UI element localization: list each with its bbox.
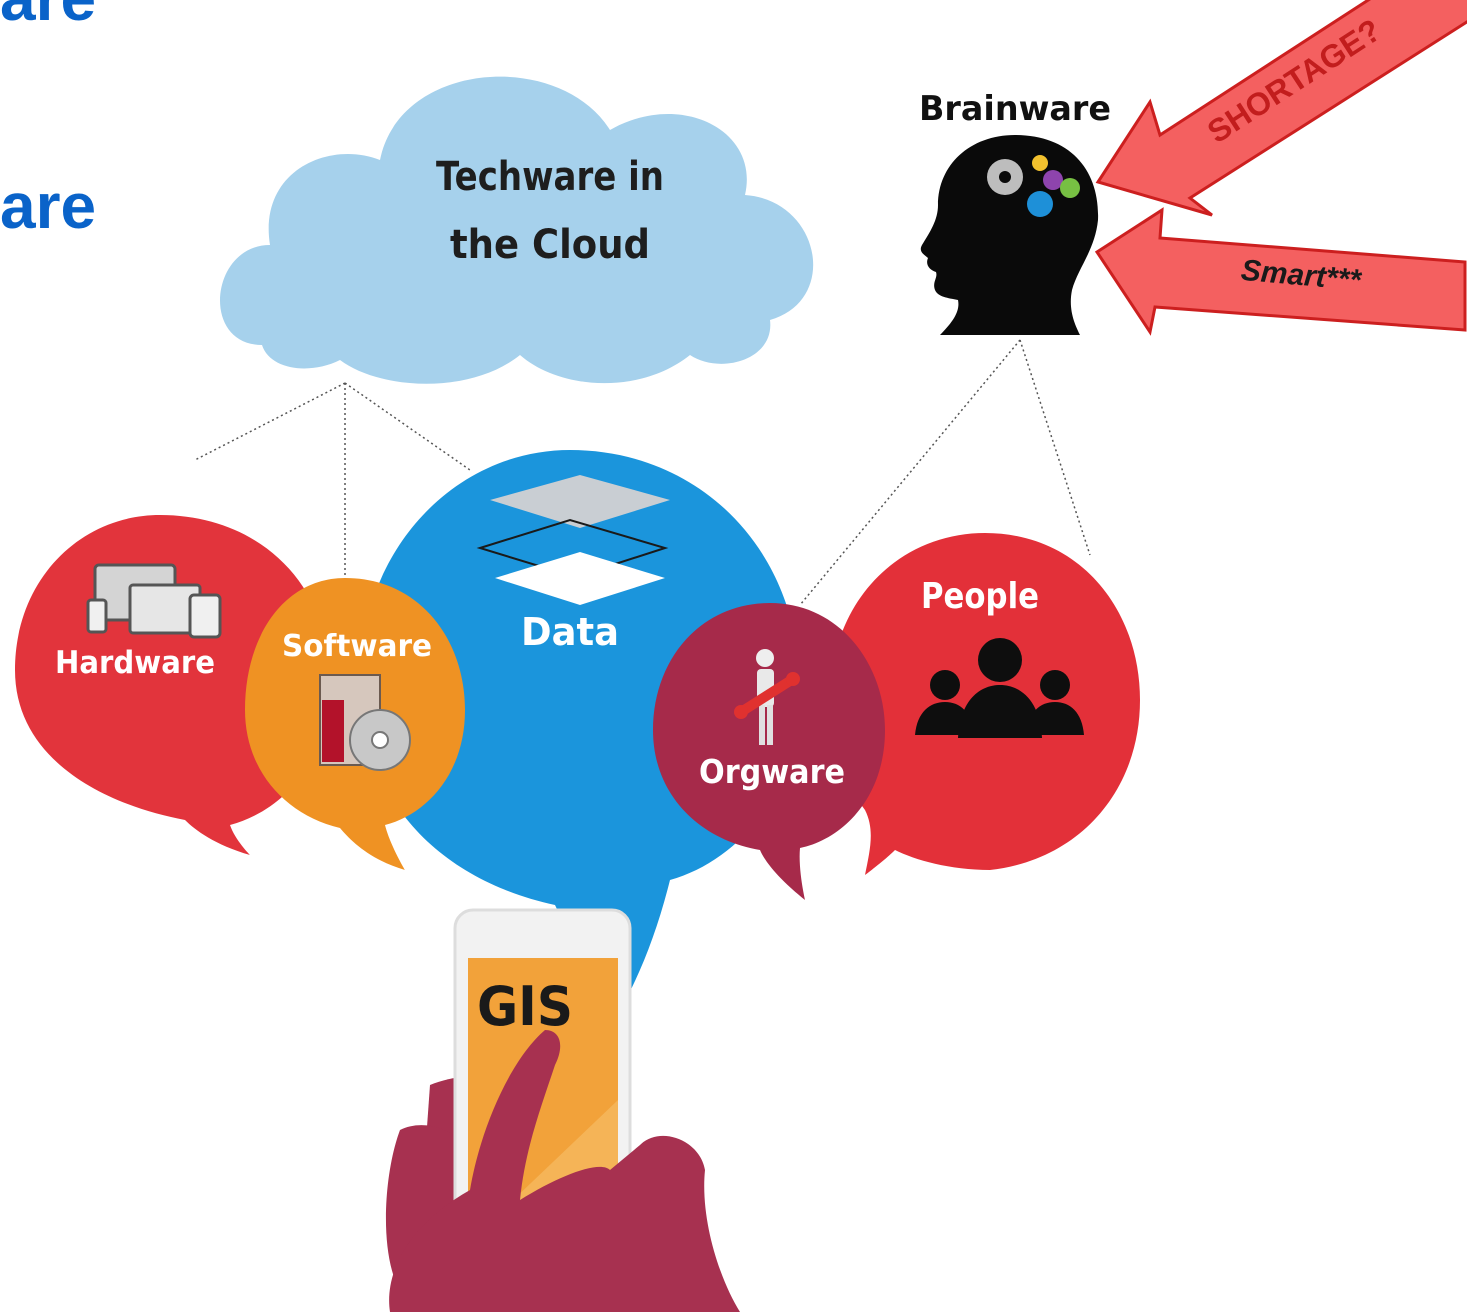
people-group-icon — [915, 638, 1084, 738]
hardware-bubble: Hardware — [15, 515, 330, 855]
title-fragment-1: are — [0, 0, 96, 34]
worker-wrench-icon — [734, 649, 800, 745]
brainware: Brainware — [919, 89, 1111, 335]
cloud-label-line2: the Cloud — [450, 222, 650, 268]
data-label: Data — [521, 610, 619, 654]
data-bubble: Data — [360, 450, 800, 1060]
cloud-label-line1: Techware in — [436, 154, 664, 200]
hand-phone-icon: GIS — [385, 908, 740, 1312]
software-label: Software — [282, 629, 432, 664]
techware-cloud: Techware in the Cloud — [220, 76, 814, 384]
software-bubble: Software — [245, 578, 465, 870]
brainware-label: Brainware — [919, 89, 1111, 129]
connector-lines — [194, 339, 1091, 606]
shortage-arrow: SHORTAGE? — [1095, 0, 1467, 217]
orgware-bubble: Orgware — [653, 603, 885, 900]
head-gears-icon — [920, 135, 1099, 335]
phone-screen-text: GIS — [477, 975, 573, 1038]
title-fragment-2: are — [0, 170, 96, 242]
devices-icon — [86, 563, 222, 639]
layers-icon — [476, 475, 670, 605]
people-label: People — [921, 576, 1039, 617]
people-bubble: People — [830, 533, 1140, 875]
software-box-cd-icon — [319, 674, 411, 771]
hardware-label: Hardware — [55, 645, 215, 681]
orgware-label: Orgware — [699, 752, 845, 791]
smart-arrow: Smart*** — [1094, 207, 1467, 336]
